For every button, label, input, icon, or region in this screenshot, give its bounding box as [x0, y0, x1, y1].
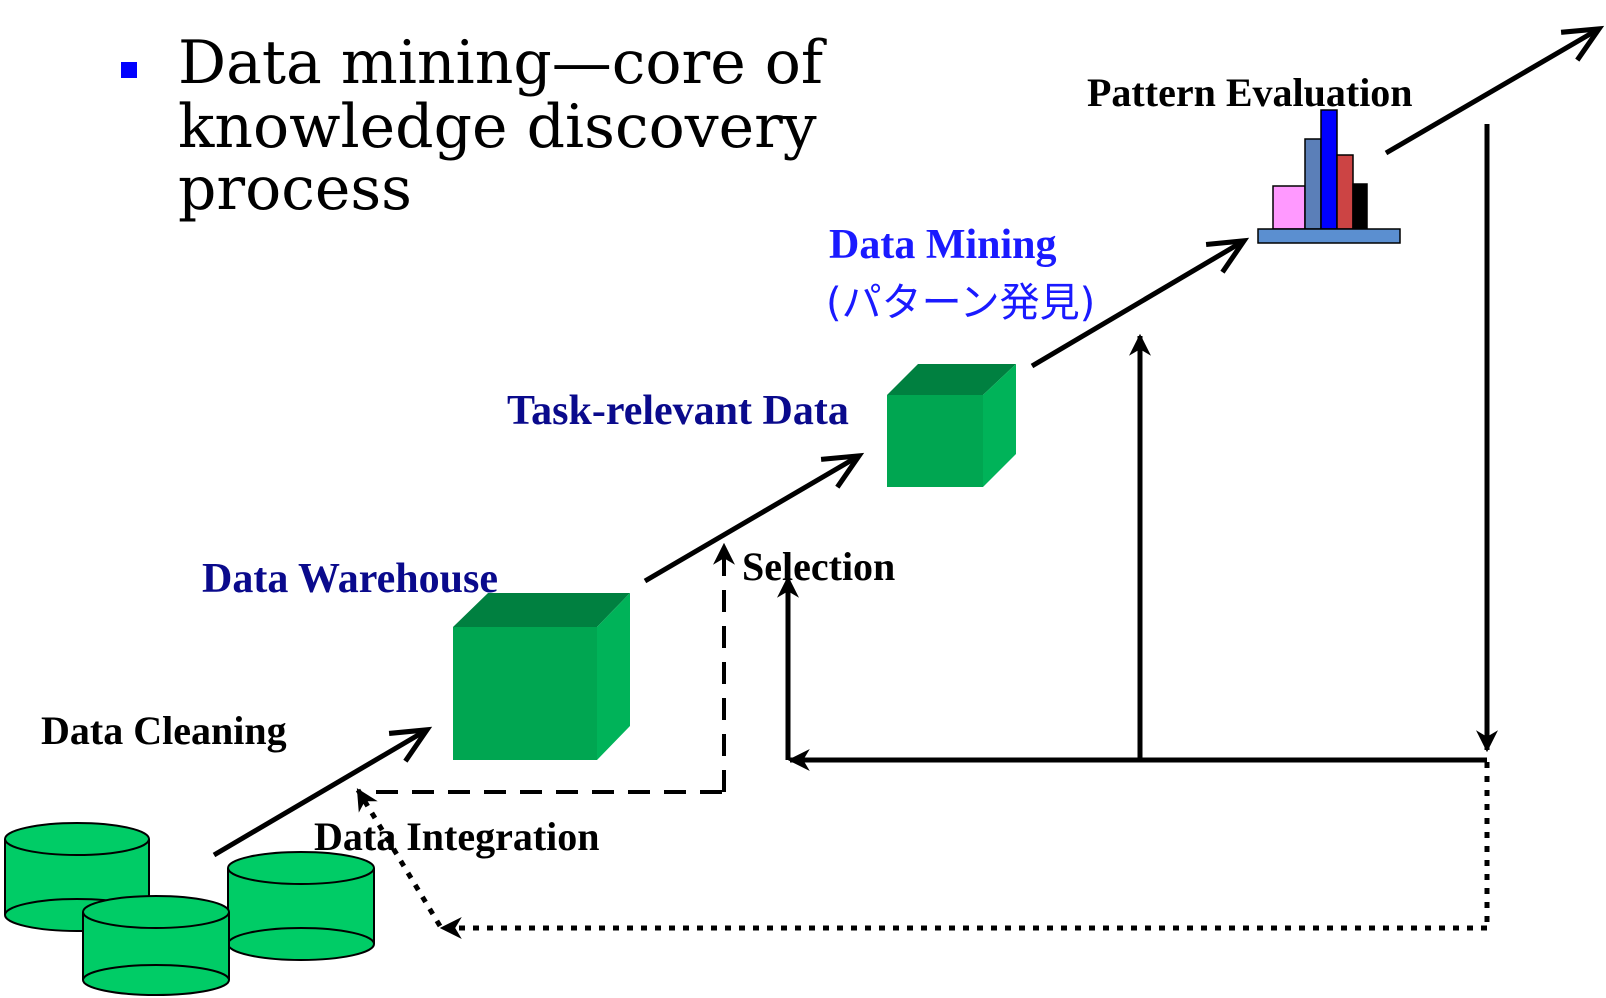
bullet-line-3: process [178, 154, 412, 224]
label-selection: Selection [742, 544, 895, 589]
label-data-warehouse: Data Warehouse [202, 556, 498, 602]
label-data-cleaning: Data Cleaning [41, 708, 287, 753]
feedback-dotted-line [355, 762, 1490, 939]
bullet-marker-icon [121, 62, 137, 78]
integration-dashed-line [376, 542, 735, 794]
label-data-integration: Data Integration [314, 814, 600, 859]
warehouse-cube-icon [453, 593, 630, 760]
cylinder-database-icon-3 [82, 895, 230, 996]
bullet-line-2: knowledge discovery [178, 92, 817, 162]
label-data-mining: Data Mining [829, 222, 1057, 268]
label-task-relevant-data: Task-relevant Data [507, 388, 849, 434]
bullet-line-1: Data mining—core of [178, 28, 827, 98]
flow-arrows [212, 25, 1605, 858]
feedback-solid-lines [777, 124, 1498, 771]
label-pattern-evaluation: Pattern Evaluation [1087, 70, 1413, 115]
label-data-mining-jp: (パターン発見) [826, 280, 1095, 326]
database-cylinders-icon [4, 822, 375, 996]
task-data-cube-icon [887, 364, 1016, 487]
cylinder-database-icon-2 [227, 851, 375, 961]
bar-chart-icon [1257, 109, 1401, 244]
